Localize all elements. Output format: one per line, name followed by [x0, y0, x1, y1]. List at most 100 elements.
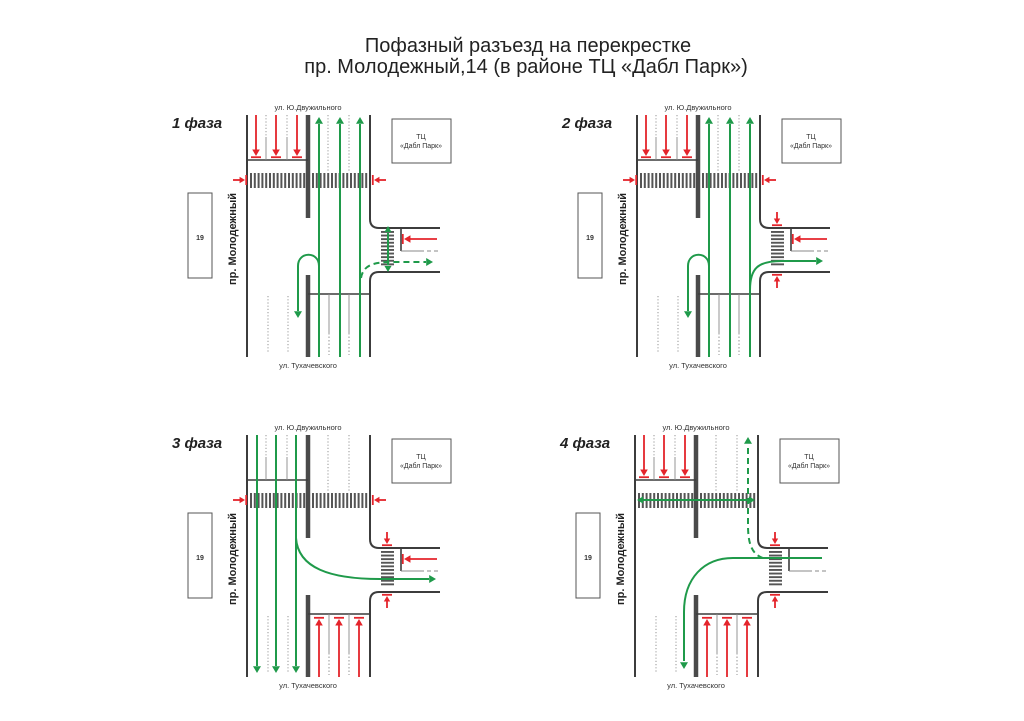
street-label-south: ул. Тухачевского [279, 681, 337, 690]
stop-arrow-head [252, 149, 260, 156]
building-number: 19 [586, 235, 594, 242]
go-arrow-head [744, 437, 752, 444]
avenue-label: пр. Молодежный [227, 193, 239, 285]
stop-arrow-head [771, 596, 779, 602]
stop-arrow-northbound [722, 616, 732, 677]
crosswalk-stripe [265, 493, 268, 508]
go-arrow-southbound [272, 435, 280, 673]
phase-title: 3 фаза [172, 435, 222, 452]
avenue-label: пр. Молодежный [615, 513, 627, 605]
building-19-outline [575, 512, 601, 599]
crosswalk-stripe [732, 173, 735, 188]
go-arrow-head [426, 258, 433, 266]
crosswalk-stripe [327, 493, 330, 508]
stop-arrow-head [272, 149, 280, 156]
crosswalk-stripe [334, 493, 337, 508]
go-arrow-shaft [295, 537, 429, 580]
pedestrian-stop-marker-east [371, 495, 386, 505]
crosswalk-stripe [751, 173, 754, 188]
road-edge-east-north [369, 435, 440, 549]
pedestrian-stop-marker-side-south [382, 593, 392, 608]
go-arrow-head [272, 666, 280, 673]
crosswalk-stripe [342, 493, 345, 508]
crosswalk-stripe [769, 572, 782, 575]
building-19-outline [577, 192, 603, 279]
crosswalk-stripe [315, 173, 318, 188]
phase-4-diagram: 4 фаза ул. Ю.Двужильного ул. Тухачевског… [559, 423, 840, 690]
road-edge-east-south [757, 591, 828, 677]
traffic-movements [637, 435, 822, 677]
sheet-title-line-2: пр. Молодежный,14 (в районе ТЦ «Дабл Пар… [304, 56, 748, 78]
crosswalk-stripe [685, 173, 688, 188]
go-arrow-head [705, 117, 713, 124]
stop-arrow-head [239, 496, 245, 504]
crosswalk-stripe [288, 493, 290, 508]
crosswalk-stripe [736, 173, 739, 188]
crosswalk-stripe [299, 493, 302, 508]
crosswalk-stripe [662, 173, 665, 188]
go-arrow-side-road-left-turn [680, 557, 822, 669]
crosswalk-stripe [769, 576, 782, 579]
crosswalk-stripe [769, 583, 782, 586]
go-arrow-southbound [253, 435, 261, 673]
stop-arrow-southbound [639, 435, 649, 479]
crosswalk-stripe [353, 493, 356, 508]
crosswalk-north [640, 173, 758, 188]
stop-arrow-head [773, 276, 781, 282]
phase-3-diagram: 3 фаза ул. Ю.Двужильного ул. Тухачевског… [172, 423, 452, 690]
street-label-south: ул. Тухачевского [669, 361, 727, 370]
mall-label-line-2: «Дабл Парк» [788, 462, 830, 470]
crosswalk-stripe [276, 173, 279, 188]
road-edge-east-south [369, 591, 440, 677]
crosswalk-stripe [647, 173, 650, 188]
go-arrow-head [253, 666, 261, 673]
mall-label-line-2: «Дабл Парк» [400, 462, 442, 470]
go-arrow-head [384, 226, 392, 233]
go-arrow-head [748, 496, 755, 504]
building-19-outline [187, 192, 213, 279]
crosswalk-stripe [350, 493, 352, 508]
building-number: 19 [584, 555, 592, 562]
crosswalk-stripe [771, 234, 784, 237]
traffic-movements [233, 435, 437, 677]
pedestrian-stop-marker-east [761, 175, 776, 185]
mall-building-outline [391, 118, 452, 164]
crosswalk-side-road [769, 551, 782, 586]
street-label-south: ул. Тухачевского [667, 681, 725, 690]
stop-arrow-southbound [661, 115, 671, 159]
avenue-label: пр. Молодежный [617, 193, 629, 285]
crosswalk-stripe [365, 173, 368, 188]
crosswalk-stripe [295, 173, 298, 188]
phase-geometry [187, 115, 452, 357]
phase-geometry [575, 435, 840, 677]
crosswalk-stripe [381, 569, 394, 571]
crosswalk-stripe [353, 173, 356, 188]
phase-geometry [577, 115, 842, 357]
mall-label-line-1: ТЦ [416, 454, 426, 461]
go-arrow-northbound [336, 117, 344, 357]
crosswalk-stripe [361, 493, 364, 508]
crosswalk-stripe [769, 565, 782, 568]
stop-arrow-northbound [354, 616, 364, 677]
crosswalk-stripe [280, 493, 283, 508]
stop-arrow-northbound [334, 616, 344, 677]
go-arrow-shaft [360, 261, 426, 279]
mall-label-line-1: ТЦ [804, 454, 814, 461]
road-edge-east-south [759, 271, 830, 357]
crosswalk-stripe [265, 173, 268, 188]
crosswalk-stripe [702, 173, 704, 188]
phase-title: 2 фаза [561, 115, 612, 132]
crosswalk-stripe [640, 173, 642, 188]
stop-arrow-head [293, 149, 301, 156]
stop-arrow-head [640, 469, 648, 476]
stop-arrow-head [662, 149, 670, 156]
stop-arrow-northbound [702, 616, 712, 677]
pedestrian-stop-marker-east [371, 175, 386, 185]
stop-arrow-head [335, 619, 343, 626]
building-19-outline [187, 512, 213, 599]
go-arrow-head [429, 575, 436, 583]
go-arrow-head [384, 265, 392, 272]
crosswalk-stripe [250, 173, 252, 188]
crosswalk-stripe [381, 565, 394, 568]
